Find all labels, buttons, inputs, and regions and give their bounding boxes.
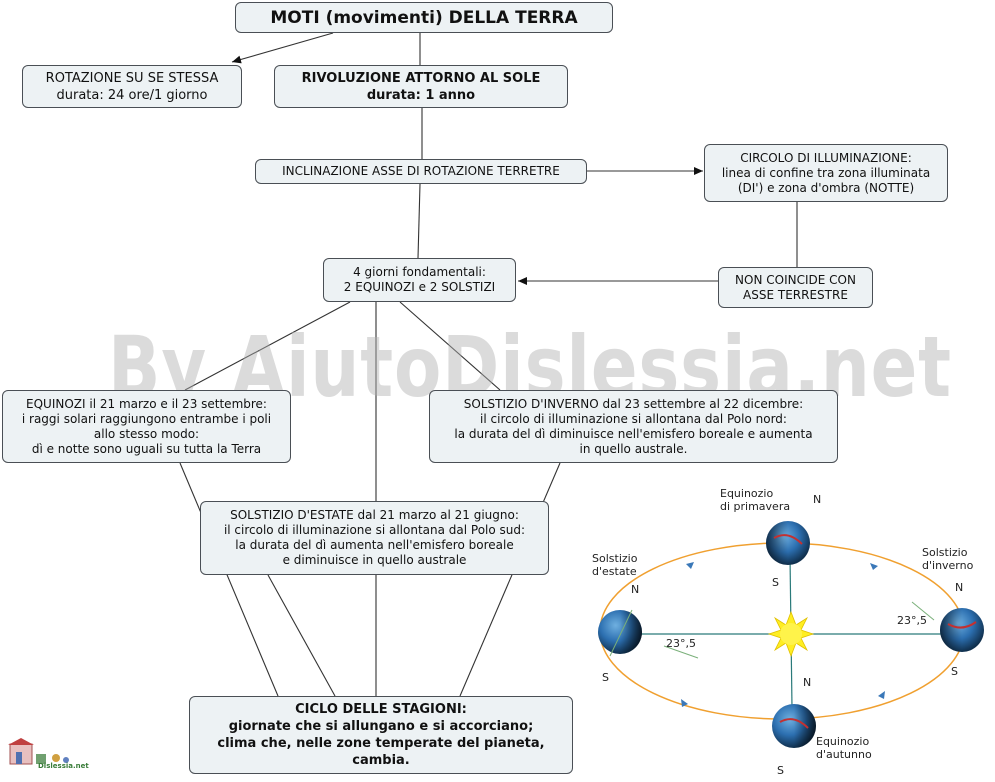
revolution-node: RIVOLUZIONE ATTORNO AL SOLE durata: 1 an…: [274, 65, 568, 108]
autumn-equinox-label-line: Equinozio: [816, 735, 870, 748]
summer-solstice-label-line: Solstizio: [592, 552, 638, 565]
link-equinoxes-seasons: [179, 462, 279, 697]
equinoxes-line: allo stesso modo:: [93, 426, 200, 441]
revolution-line: durata: 1 anno: [366, 87, 476, 103]
autumn-equinox-label: Equinozio d'autunno: [816, 735, 872, 761]
not-coincide-line: ASSE TERRESTRE: [743, 287, 848, 302]
winter-solstice-label-line: Solstizio: [922, 546, 968, 559]
link-fourdays-winter: [399, 301, 501, 391]
winter-solstice-line: in quello australe.: [579, 441, 688, 456]
not-coincide-node: NON COINCIDE CON ASSE TERRESTRE: [718, 267, 873, 308]
four-days-line: 4 giorni fondamentali:: [353, 265, 486, 279]
autumn-equinox-label-line: d'autunno: [816, 748, 872, 761]
seasons-line: CICLO DELLE STAGIONI:: [295, 702, 467, 717]
inclination-line: INCLINAZIONE ASSE DI ROTAZIONE TERRETRE: [282, 164, 560, 178]
equinoxes-line: EQUINOZI il 21 marzo e il 23 settembre:: [26, 396, 267, 411]
rotation-line: ROTAZIONE SU SE STESSA: [45, 70, 219, 86]
summer-solstice-node: SOLSTIZIO D'ESTATE dal 21 marzo al 21 gi…: [200, 501, 549, 575]
summer-solstice-line: il circolo di illuminazione si allontana…: [223, 523, 526, 537]
summer-solstice-label: Solstizio d'estate: [592, 552, 637, 578]
winter-solstice-label: Solstizio d'inverno: [922, 546, 973, 572]
link-summer-seasons: [267, 574, 336, 697]
north-label: N: [813, 493, 822, 506]
seasons-node: CICLO DELLE STAGIONI: giornate che si al…: [189, 696, 573, 774]
logo-icon: [8, 738, 69, 765]
spring-equinox-label: Equinozio di primavera: [720, 487, 790, 513]
earth-summer-icon: [598, 609, 642, 657]
illumination-circle-node: CIRCOLO DI ILLUMINAZIONE: linea di confi…: [704, 144, 948, 202]
equinoxes-line: dì e notte sono uguali su tutta la Terra: [31, 441, 262, 456]
rotation-line: durata: 24 ore/1 giorno: [56, 87, 208, 103]
inclination-node: INCLINAZIONE ASSE DI ROTAZIONE TERRETRE: [255, 159, 587, 184]
sun-icon: [767, 610, 815, 658]
winter-solstice-line: il circolo di illuminazione si allontana…: [480, 411, 787, 426]
summer-solstice-line: SOLSTIZIO D'ESTATE dal 21 marzo al 21 gi…: [230, 508, 519, 522]
equinoxes-line: i raggi solari raggiungono entrambe i po…: [21, 411, 272, 426]
equinoxes-node: EQUINOZI il 21 marzo e il 23 settembre: …: [2, 390, 291, 463]
winter-solstice-label-line: d'inverno: [922, 559, 974, 572]
seasons-line: cambia.: [352, 753, 410, 768]
angle-label-right: 23°,5: [897, 614, 927, 627]
link-inclination-fourdays: [417, 183, 421, 259]
earth-winter-icon: [940, 608, 984, 652]
four-days-node: 4 giorni fondamentali: 2 EQUINOZI e 2 SO…: [323, 258, 516, 302]
illumination-line: CIRCOLO DI ILLUMINAZIONE:: [740, 150, 912, 165]
south-label: S: [951, 665, 958, 678]
four-days-line: 2 EQUINOZI e 2 SOLSTIZI: [343, 280, 496, 294]
north-label: N: [803, 676, 812, 689]
angle-mark-right: [911, 601, 935, 621]
title-node: MOTI (movimenti) DELLA TERRA: [235, 2, 613, 33]
angle-label-left: 23°,5: [666, 637, 696, 650]
north-label: N: [631, 583, 640, 596]
illumination-line: (DI') e zona d'ombra (NOTTE): [737, 180, 915, 195]
seasons-line: giornate che si allungano e si accorcian…: [228, 719, 534, 734]
winter-solstice-node: SOLSTIZIO D'INVERNO dal 23 settembre al …: [429, 390, 838, 463]
revolution-line: RIVOLUZIONE ATTORNO AL SOLE: [301, 70, 541, 86]
not-coincide-line: NON COINCIDE CON: [735, 272, 856, 287]
winter-solstice-line: SOLSTIZIO D'INVERNO dal 23 settembre al …: [463, 396, 804, 411]
spring-equinox-label-line: di primavera: [720, 500, 791, 513]
link-fourdays-equinoxes: [184, 301, 351, 391]
rotation-node: ROTAZIONE SU SE STESSA durata: 24 ore/1 …: [22, 65, 242, 108]
summer-solstice-line: e diminuisce in quello australe: [282, 553, 467, 567]
summer-solstice-line: la durata del dì aumenta nell'emisfero b…: [235, 538, 514, 552]
south-label: S: [777, 764, 784, 777]
seasons-line: clima che, nelle zone temperate del pian…: [217, 736, 545, 751]
earth-spring-icon: [766, 521, 810, 565]
south-label: S: [772, 576, 779, 589]
earth-autumn-icon: [772, 704, 816, 748]
summer-solstice-label-line: d'estate: [592, 565, 637, 578]
north-label: N: [955, 581, 964, 594]
illumination-line: linea di confine tra zona illuminata: [721, 165, 931, 180]
orbit-arrows: [681, 562, 885, 707]
page-title: MOTI (movimenti) DELLA TERRA: [270, 7, 578, 28]
link-title-rotation: [231, 32, 334, 64]
angle-mark-left: [663, 645, 699, 659]
link-winter-seasons: [459, 462, 561, 697]
orbit-illustration: [598, 521, 984, 748]
spring-equinox-label-line: Equinozio: [720, 487, 774, 500]
winter-solstice-line: la durata del dì diminuisce nell'emisfer…: [454, 426, 813, 441]
logo-text: Dislessia.net: [38, 762, 89, 770]
south-label: S: [602, 671, 609, 684]
